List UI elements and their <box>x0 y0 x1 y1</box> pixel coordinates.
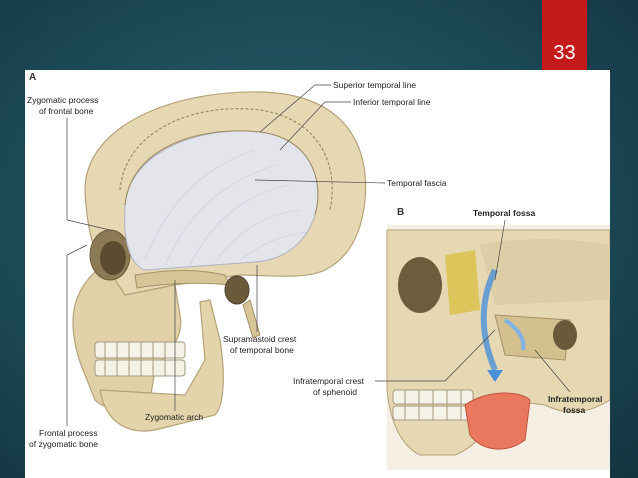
muscle-medial-pterygoid <box>464 392 531 450</box>
label-frontal-process-line2: of zygomatic bone <box>29 439 98 449</box>
leader-frontal-process <box>66 244 88 426</box>
leader-temporal-fossa <box>494 219 506 281</box>
skull-lateral-view <box>72 91 367 432</box>
temporal-fossa-region <box>480 239 610 305</box>
label-supramastoid-line1: Supramastoid crest <box>223 334 297 344</box>
leader-temporal-fascia <box>254 179 386 184</box>
panel-a-labels: Zygomatic process of frontal bone Superi… <box>27 80 447 449</box>
label-infratemporal-crest-line2: of sphenoid <box>313 387 357 397</box>
leader-superior-temporal-line <box>259 84 331 133</box>
panel-a-letter: A <box>29 72 36 83</box>
panel-b-labels: Temporal fossa Infratemporal crest of sp… <box>293 208 602 415</box>
external-acoustic-meatus <box>224 275 250 305</box>
mandible <box>99 299 224 432</box>
label-infratemporal-fossa-line1: Infratemporal <box>548 394 602 404</box>
anatomy-illustration: A Zygomatic process of frontal bone Supe… <box>27 72 610 470</box>
zygomatic-arch-bone <box>134 270 231 289</box>
label-supramastoid-line2: of temporal bone <box>230 345 294 355</box>
label-infratemporal-crest-line1: Infratemporal crest <box>293 376 364 386</box>
label-infratemporal-fossa-line2: fossa <box>563 405 585 415</box>
panel-b-teeth <box>392 389 474 421</box>
leader-infratemporal-fossa <box>534 349 571 393</box>
panel-b-letter: B <box>397 207 404 218</box>
label-zygomatic-process-line1: Zygomatic process <box>27 95 98 105</box>
leader-inferior-temporal-line <box>279 101 351 151</box>
slide-number-tab: 33 <box>542 0 587 78</box>
panel-b-orbit <box>398 257 442 313</box>
label-temporal-fascia: Temporal fascia <box>387 178 447 188</box>
label-superior-temporal-line: Superior temporal line <box>333 80 416 90</box>
panel-b-illustration <box>386 225 610 470</box>
mastoid-process <box>242 299 261 339</box>
label-temporal-fossa: Temporal fossa <box>473 208 535 218</box>
inferior-temporal-line <box>124 130 319 216</box>
teeth <box>94 341 186 377</box>
panel-b-ear-canal <box>553 320 577 350</box>
temporal-fossa-highlight <box>445 250 480 315</box>
label-zygomatic-arch: Zygomatic arch <box>145 412 203 422</box>
label-inferior-temporal-line: Inferior temporal line <box>353 97 431 107</box>
label-frontal-process-line1: Frontal process <box>39 428 98 438</box>
fascia-fibres <box>144 149 308 266</box>
fossa-side-arrow <box>503 318 526 351</box>
leader-zygomatic-process <box>66 118 111 231</box>
arrow-head-down <box>487 370 503 382</box>
orbit-shadow <box>100 241 126 275</box>
leader-infratemporal-crest <box>375 329 496 382</box>
fossa-communication-arrow <box>480 268 498 372</box>
label-zygomatic-process-line2: of frontal bone <box>39 106 94 116</box>
anatomy-figure: A Zygomatic process of frontal bone Supe… <box>25 70 610 478</box>
slide-number: 33 <box>553 42 576 64</box>
superior-temporal-line <box>119 108 333 211</box>
